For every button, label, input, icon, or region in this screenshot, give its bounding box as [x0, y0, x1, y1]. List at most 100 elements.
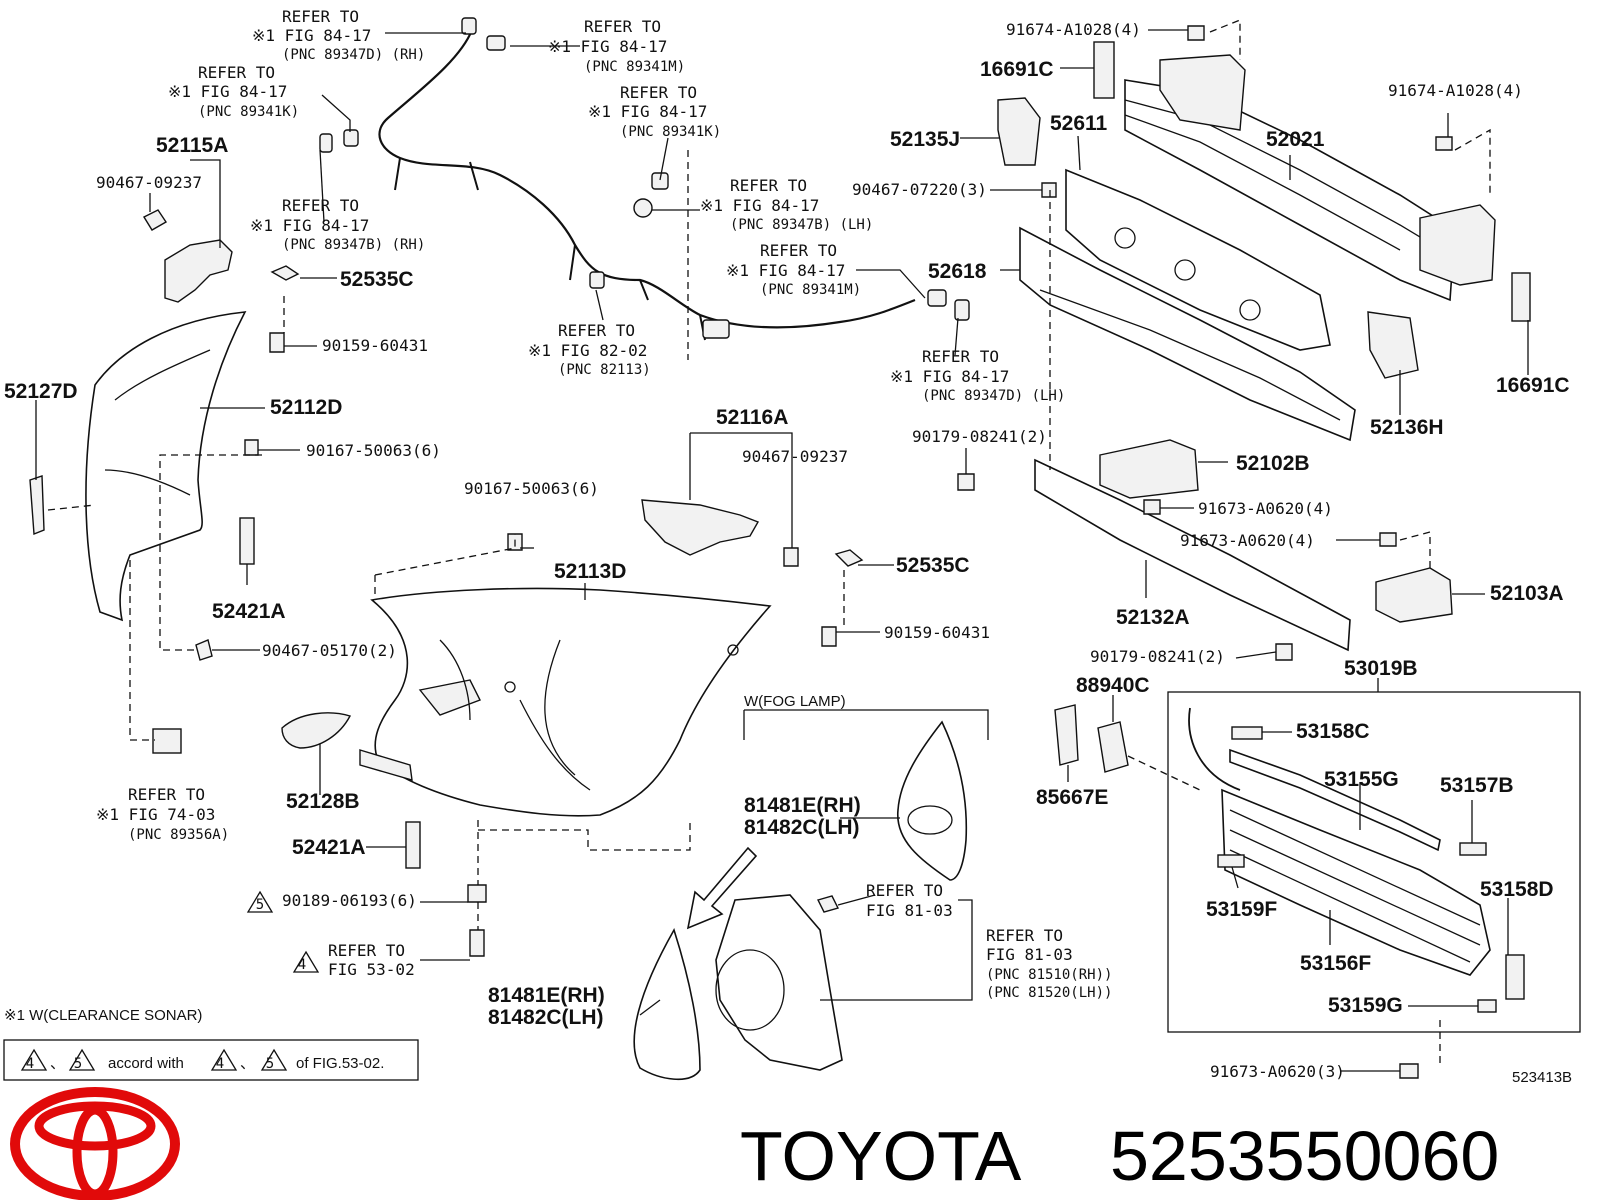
svg-text:(PNC 89341K): (PNC 89341K) — [620, 124, 721, 140]
svg-text:FIG 81-03: FIG 81-03 — [986, 945, 1073, 964]
seal-52127D — [29, 475, 45, 536]
label-52611: 52611 — [1050, 112, 1108, 135]
label-85667E: 85667E — [1036, 786, 1108, 809]
label-81481E-b: 81481E(RH) — [488, 984, 605, 1007]
svg-text:REFER TO: REFER TO — [584, 17, 661, 36]
screw-90467-05170 — [195, 639, 213, 661]
svg-text:(PNC 82113): (PNC 82113) — [558, 362, 651, 378]
sonar-connector-1 — [461, 17, 477, 35]
label-88940C: 88940C — [1076, 674, 1150, 697]
sonar-connector-6 — [927, 289, 947, 307]
legend-box — [3, 1039, 419, 1081]
label-90167-50063-a: 90167-50063(6) — [306, 441, 441, 460]
label-52112D: 52112D — [270, 396, 342, 419]
label-16691C-a: 16691C — [980, 58, 1054, 81]
nut-90179-a — [957, 473, 975, 491]
bracket-52116A — [641, 499, 760, 556]
svg-text:(PNC 89347D) (RH): (PNC 89347D) (RH) — [282, 47, 425, 63]
label-53158D: 53158D — [1480, 878, 1554, 901]
label-91673-b: 91673-A0620(4) — [1180, 531, 1315, 550]
label-52535C-b: 52535C — [896, 554, 970, 577]
label-91674-b: 91674-A1028(4) — [1388, 81, 1523, 100]
label-16691C-b: 16691C — [1496, 374, 1570, 397]
triangle-5-text: 5 — [256, 897, 264, 913]
fender-liner-52112D — [85, 311, 247, 622]
svg-text:of FIG.53-02.: of FIG.53-02. — [296, 1055, 384, 1072]
svg-text:5: 5 — [74, 1056, 82, 1072]
svg-text:FIG 53-02: FIG 53-02 — [328, 960, 415, 979]
label-91673-a: 91673-A0620(4) — [1198, 499, 1333, 518]
ref-89341K-a: REFER TO ※1 FIG 84-17 (PNC 89341K) — [168, 63, 299, 120]
bracket-52103A — [1375, 567, 1453, 623]
label-53157B: 53157B — [1440, 774, 1514, 797]
svg-text:REFER TO: REFER TO — [558, 321, 635, 340]
ref-89341K-b: REFER TO ※1 FIG 84-17 (PNC 89341K) — [588, 83, 721, 140]
sonar-connector-3 — [343, 129, 359, 147]
fog-lamp-label: W(FOG LAMP) — [744, 693, 846, 710]
sonar-holder-89356A — [152, 728, 182, 754]
clip-90189-06193 — [467, 884, 487, 903]
label-91674-a: 91674-A1028(4) — [1006, 20, 1141, 39]
svg-text:(PNC 81510(RH)): (PNC 81510(RH)) — [986, 967, 1112, 983]
clip-52535C-b — [834, 549, 864, 567]
svg-text:(PNC 89347B) (RH): (PNC 89347B) (RH) — [282, 237, 425, 253]
diagram-code: 523413B — [1512, 1069, 1572, 1086]
pad-53159F — [1217, 854, 1245, 868]
bracket-85667E — [1054, 704, 1079, 766]
label-90467-05170: 90467-05170(2) — [262, 641, 397, 660]
ref-fig-53-02: 4 REFER TO FIG 53-02 — [292, 941, 415, 979]
bracket-52102B — [1099, 439, 1199, 499]
fog-cover-lower — [633, 928, 701, 1081]
label-52021: 52021 — [1266, 128, 1325, 151]
ref-82113: REFER TO ※1 FIG 82-02 (PNC 82113) — [528, 321, 651, 378]
direction-arrow — [686, 846, 758, 930]
bracket-52115A — [164, 239, 233, 303]
label-90179-08241-b: 90179-08241(2) — [1090, 647, 1225, 666]
pad-52421A-a — [239, 517, 255, 565]
ref-fig-81-03-b: REFER TO FIG 81-03 (PNC 81510(RH)) (PNC … — [986, 926, 1112, 1001]
label-52421A-a: 52421A — [212, 600, 286, 623]
svg-text:4: 4 — [26, 1056, 34, 1072]
ref-89341M-a: REFER TO ※1 FIG 84-17 (PNC 89341M) — [548, 17, 685, 75]
label-53159G: 53159G — [1328, 994, 1403, 1017]
label-52128B: 52128B — [286, 790, 360, 813]
clearance-sonar-footnote: ※1 W(CLEARANCE SONAR) — [4, 1007, 202, 1024]
label-52421A-b: 52421A — [292, 836, 366, 859]
label-52103A: 52103A — [1490, 582, 1564, 605]
pad-16691C-b — [1511, 272, 1531, 322]
svg-text:(PNC 89341M): (PNC 89341M) — [760, 282, 861, 298]
ref-89341M-b: REFER TO ※1 FIG 84-17 (PNC 89341M) — [726, 241, 861, 298]
label-52127D: 52127D — [4, 380, 78, 403]
svg-text:REFER TO: REFER TO — [128, 785, 205, 804]
label-52102B: 52102B — [1236, 452, 1310, 475]
svg-text:accord with: accord with — [108, 1055, 184, 1072]
label-90167-50063-b: 90167-50063(6) — [464, 479, 599, 498]
clip-52535C-a — [270, 265, 300, 281]
svg-text:※1 FIG 84-17: ※1 FIG 84-17 — [726, 261, 845, 280]
svg-text:REFER TO: REFER TO — [986, 926, 1063, 945]
svg-text:(PNC 89341K): (PNC 89341K) — [198, 104, 299, 120]
label-81482C-b: 81482C(LH) — [488, 1006, 604, 1029]
ref-fig-81-03-a: REFER TO FIG 81-03 — [866, 881, 953, 920]
svg-text:(PNC 89356A): (PNC 89356A) — [128, 827, 229, 843]
sonar-wire-harness — [378, 29, 916, 329]
cover-52128B — [281, 712, 352, 749]
absorber-52611 — [1065, 168, 1331, 351]
bolt-91674-a — [1187, 25, 1205, 41]
sonar-connector-4 — [651, 172, 669, 190]
svg-text:REFER TO: REFER TO — [760, 241, 837, 260]
label-52132A: 52132A — [1116, 606, 1190, 629]
sonar-connector-7 — [954, 299, 970, 321]
leader-lines — [35, 29, 1529, 1072]
bracket-side — [1419, 204, 1496, 286]
bolt-91673-b — [1379, 532, 1397, 547]
label-52618: 52618 — [928, 260, 987, 283]
svg-text:REFER TO: REFER TO — [328, 941, 405, 960]
svg-text:※1 FIG 84-17: ※1 FIG 84-17 — [168, 82, 287, 101]
label-53158C: 53158C — [1296, 720, 1370, 743]
pad-52421A-b — [405, 821, 421, 869]
harness-clip — [702, 319, 730, 339]
bolt-91673-a — [1143, 499, 1161, 515]
grille-assembly-box — [1167, 691, 1581, 1033]
